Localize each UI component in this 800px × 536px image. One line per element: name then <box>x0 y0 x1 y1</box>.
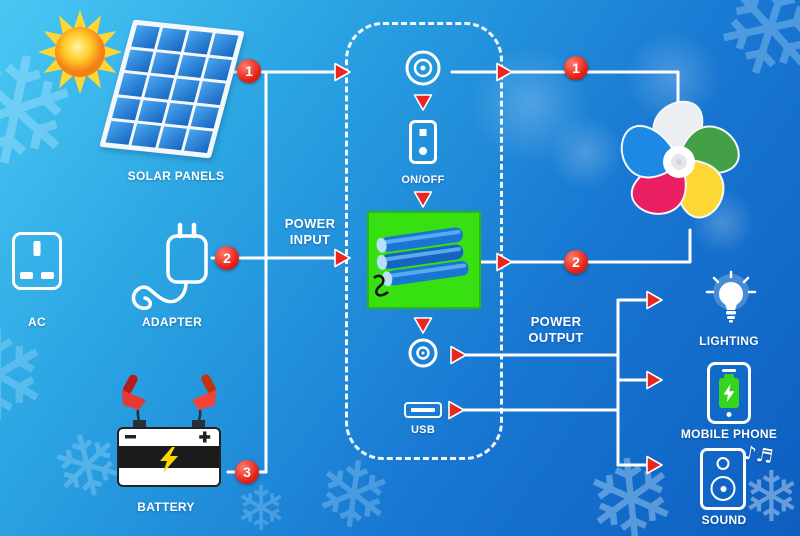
lighting-label: LIGHTING <box>699 334 759 348</box>
dc-input-port-icon <box>405 50 441 86</box>
dc-output-port-icon <box>408 338 438 368</box>
speaker-woofer <box>710 476 736 501</box>
marker-input-2: 2 <box>215 246 239 270</box>
car-battery-icon <box>117 374 221 487</box>
mobile-phone-label: MOBILE PHONE <box>680 427 778 441</box>
marker-input-3: 3 <box>235 460 259 484</box>
mobile-phone-icon <box>707 362 751 424</box>
solar-cell <box>170 78 200 103</box>
solar-cell <box>144 75 174 100</box>
charging-bolt-icon <box>723 384 735 402</box>
battery-pack-icon <box>367 211 481 309</box>
socket-slot <box>33 241 41 256</box>
pinwheel-fan-icon <box>620 100 740 219</box>
solar-cell <box>105 121 135 145</box>
solar-cell <box>131 123 161 148</box>
ac-socket-icon <box>12 232 62 290</box>
line-battery-input <box>226 70 268 474</box>
solar-cell <box>124 49 154 73</box>
ac-label: AC <box>28 315 46 329</box>
solar-cell <box>190 105 220 129</box>
adapter-label: ADAPTER <box>141 315 203 329</box>
solar-cell <box>183 30 213 55</box>
speaker-icon <box>700 448 746 510</box>
phone-home-button <box>726 412 732 417</box>
on-off-label: ON/OFF <box>401 174 445 186</box>
solar-cell <box>138 99 167 124</box>
solar-cell <box>196 81 226 105</box>
solar-cell <box>131 24 161 49</box>
arrow-right-icon <box>646 370 663 390</box>
snowflake-icon <box>742 462 800 532</box>
usb-label: USB <box>410 424 436 436</box>
bokeh-glow <box>548 115 623 190</box>
solar-cell <box>151 51 180 76</box>
power-output-label: POWER OUTPUT <box>528 314 584 346</box>
solar-cell <box>157 126 187 151</box>
solar-panels-label: SOLAR PANELS <box>127 169 225 183</box>
solar-cell <box>209 33 239 57</box>
snowflake-icon <box>580 440 683 536</box>
phone-speaker-slot <box>722 369 736 372</box>
phone-battery-icon <box>719 378 739 408</box>
solar-cell <box>183 129 213 154</box>
power-switch-icon <box>409 120 437 164</box>
solar-cell <box>164 102 193 127</box>
solar-cell <box>177 54 206 79</box>
light-bulb-icon <box>705 270 757 323</box>
solar-panel-grid <box>105 24 239 154</box>
solar-cell <box>157 27 187 52</box>
sun-icon <box>38 10 122 94</box>
marker-output-2: 2 <box>564 250 588 274</box>
arrow-right-icon <box>646 290 663 310</box>
power-adapter-icon <box>131 222 208 310</box>
solar-cell <box>118 73 148 97</box>
solar-cell <box>112 97 141 121</box>
sound-label: SOUND <box>701 513 747 527</box>
marker-input-1: 1 <box>237 59 261 83</box>
power-input-label: POWER INPUT <box>284 216 336 248</box>
solar-cell <box>203 57 232 81</box>
marker-output-1: 1 <box>564 56 588 80</box>
usb-port-icon <box>404 402 442 418</box>
snowflake-icon <box>235 478 287 536</box>
battery-label: BATTERY <box>137 500 195 514</box>
snowflake-icon <box>0 315 50 440</box>
speaker-tweeter <box>716 457 730 470</box>
